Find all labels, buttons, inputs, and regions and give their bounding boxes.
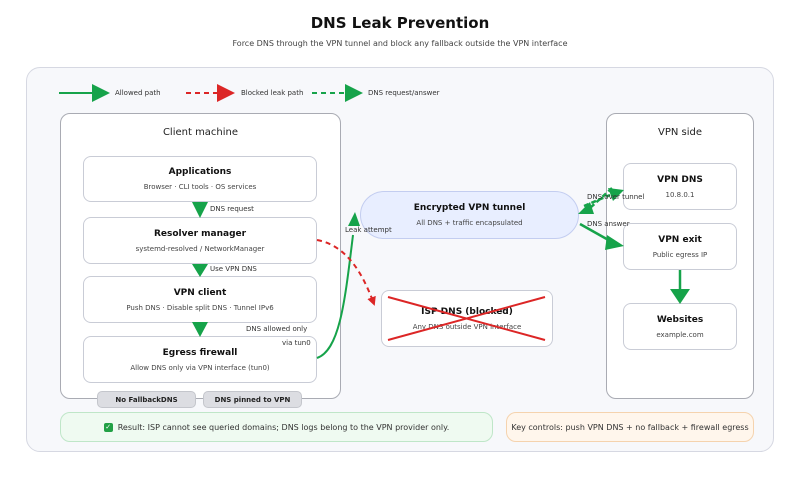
dns-allowed-label-line2: via tun0 [282,339,311,347]
resolver-manager-title: Resolver manager [153,228,247,239]
dns-allowed-label-line1: DNS allowed only [246,325,308,333]
encrypted-vpn-tunnel: Encrypted VPN tunnel All DNS + traffic e… [360,191,579,239]
vpn-exit-subtitle: Public egress IP [652,250,708,259]
websites-subtitle: example.com [656,330,704,339]
resolver-manager-box: Resolver manager systemd-resolved / Netw… [83,217,317,264]
isp-dns-subtitle: Any DNS outside VPN interface [412,322,522,331]
dns-request-label: DNS request [210,205,254,213]
client-machine-title: Client machine [162,127,239,138]
vpn-side-title: VPN side [657,127,703,138]
leak-attempt-path [316,239,376,306]
use-vpn-dns-label: Use VPN DNS [210,265,257,273]
egress-firewall-subtitle: Allow DNS only via VPN interface (tun0) [130,363,270,372]
vpn-dns-address: 10.8.0.1 [665,190,695,199]
checkmark-icon: ✓ [103,422,113,432]
arrow-apps-to-resolver [192,202,208,218]
tunnel-to-exit-arrowhead [605,235,624,250]
dns-answer-arrowhead [578,202,594,214]
diagram-subtitle: Force DNS through the VPN tunnel and blo… [232,39,568,48]
arrow-firewall-to-tunnel [316,234,354,359]
vpn-exit-title: VPN exit [658,234,702,245]
dns-over-tunnel-label: DNS over tunnel [587,193,645,201]
result-text: Result: ISP cannot see queried domains; … [117,422,450,432]
isp-dns-box: ISP DNS (blocked) Any DNS outside VPN in… [381,290,553,347]
vpn-dns-box: VPN DNS 10.8.0.1 [623,163,737,210]
dns-pinned-badge: DNS pinned to VPN [203,391,302,408]
legend-allowed-arrowhead [92,84,110,102]
websites-title: Websites [656,314,704,325]
resolver-manager-subtitle: systemd-resolved / NetworkManager [135,244,265,253]
vpn-client-title: VPN client [173,287,227,298]
vpn-exit-box: VPN exit Public egress IP [623,223,737,270]
websites-box: Websites example.com [623,303,737,350]
egress-firewall-title: Egress firewall [162,347,238,358]
firewall-tunnel-arrowhead [348,212,360,226]
legend-blocked-arrowhead [217,84,235,102]
exit-to-websites-arrowhead [670,289,690,304]
applications-subtitle: Browser · CLI tools · OS services [143,183,257,191]
arrow-resolver-to-vpnclient [192,264,208,277]
applications-title: Applications [168,167,232,177]
tunnel-title: Encrypted VPN tunnel [413,203,526,213]
legend-dns-label: DNS request/answer [368,89,440,97]
leak-attempt-label: Leak attempt [345,226,392,234]
legend-allowed-label: Allowed path [115,89,161,97]
isp-dns-title: ISP DNS (blocked) [421,306,513,317]
vpn-dns-title: VPN DNS [657,174,703,185]
legend-blocked-label: Blocked leak path [241,89,304,97]
dns-answer-label: DNS answer [587,220,630,228]
dns-answer-arrow [589,187,613,209]
no-fallbackdns-badge: No FallbackDNS [97,391,196,408]
legend-dns-arrowhead [345,84,363,102]
dns-over-tunnel-arrowhead [608,188,624,201]
egress-firewall-box: Egress firewall Allow DNS only via VPN i… [83,336,317,383]
isp-blocked-x-line [387,296,546,341]
result-note: ✓ Result: ISP cannot see queried domains… [60,412,493,442]
diagram-title: DNS Leak Prevention [310,14,490,32]
applications-box: Applications Browser · CLI tools · OS se… [83,156,317,202]
arrow-vpnclient-to-firewall [192,322,208,337]
vpn-client-subtitle: Push DNS · Disable split DNS · Tunnel IP… [126,303,274,312]
key-controls-note: Key controls: push VPN DNS + no fallback… [506,412,754,442]
legend [59,84,363,102]
tunnel-subtitle: All DNS + traffic encapsulated [416,219,523,227]
